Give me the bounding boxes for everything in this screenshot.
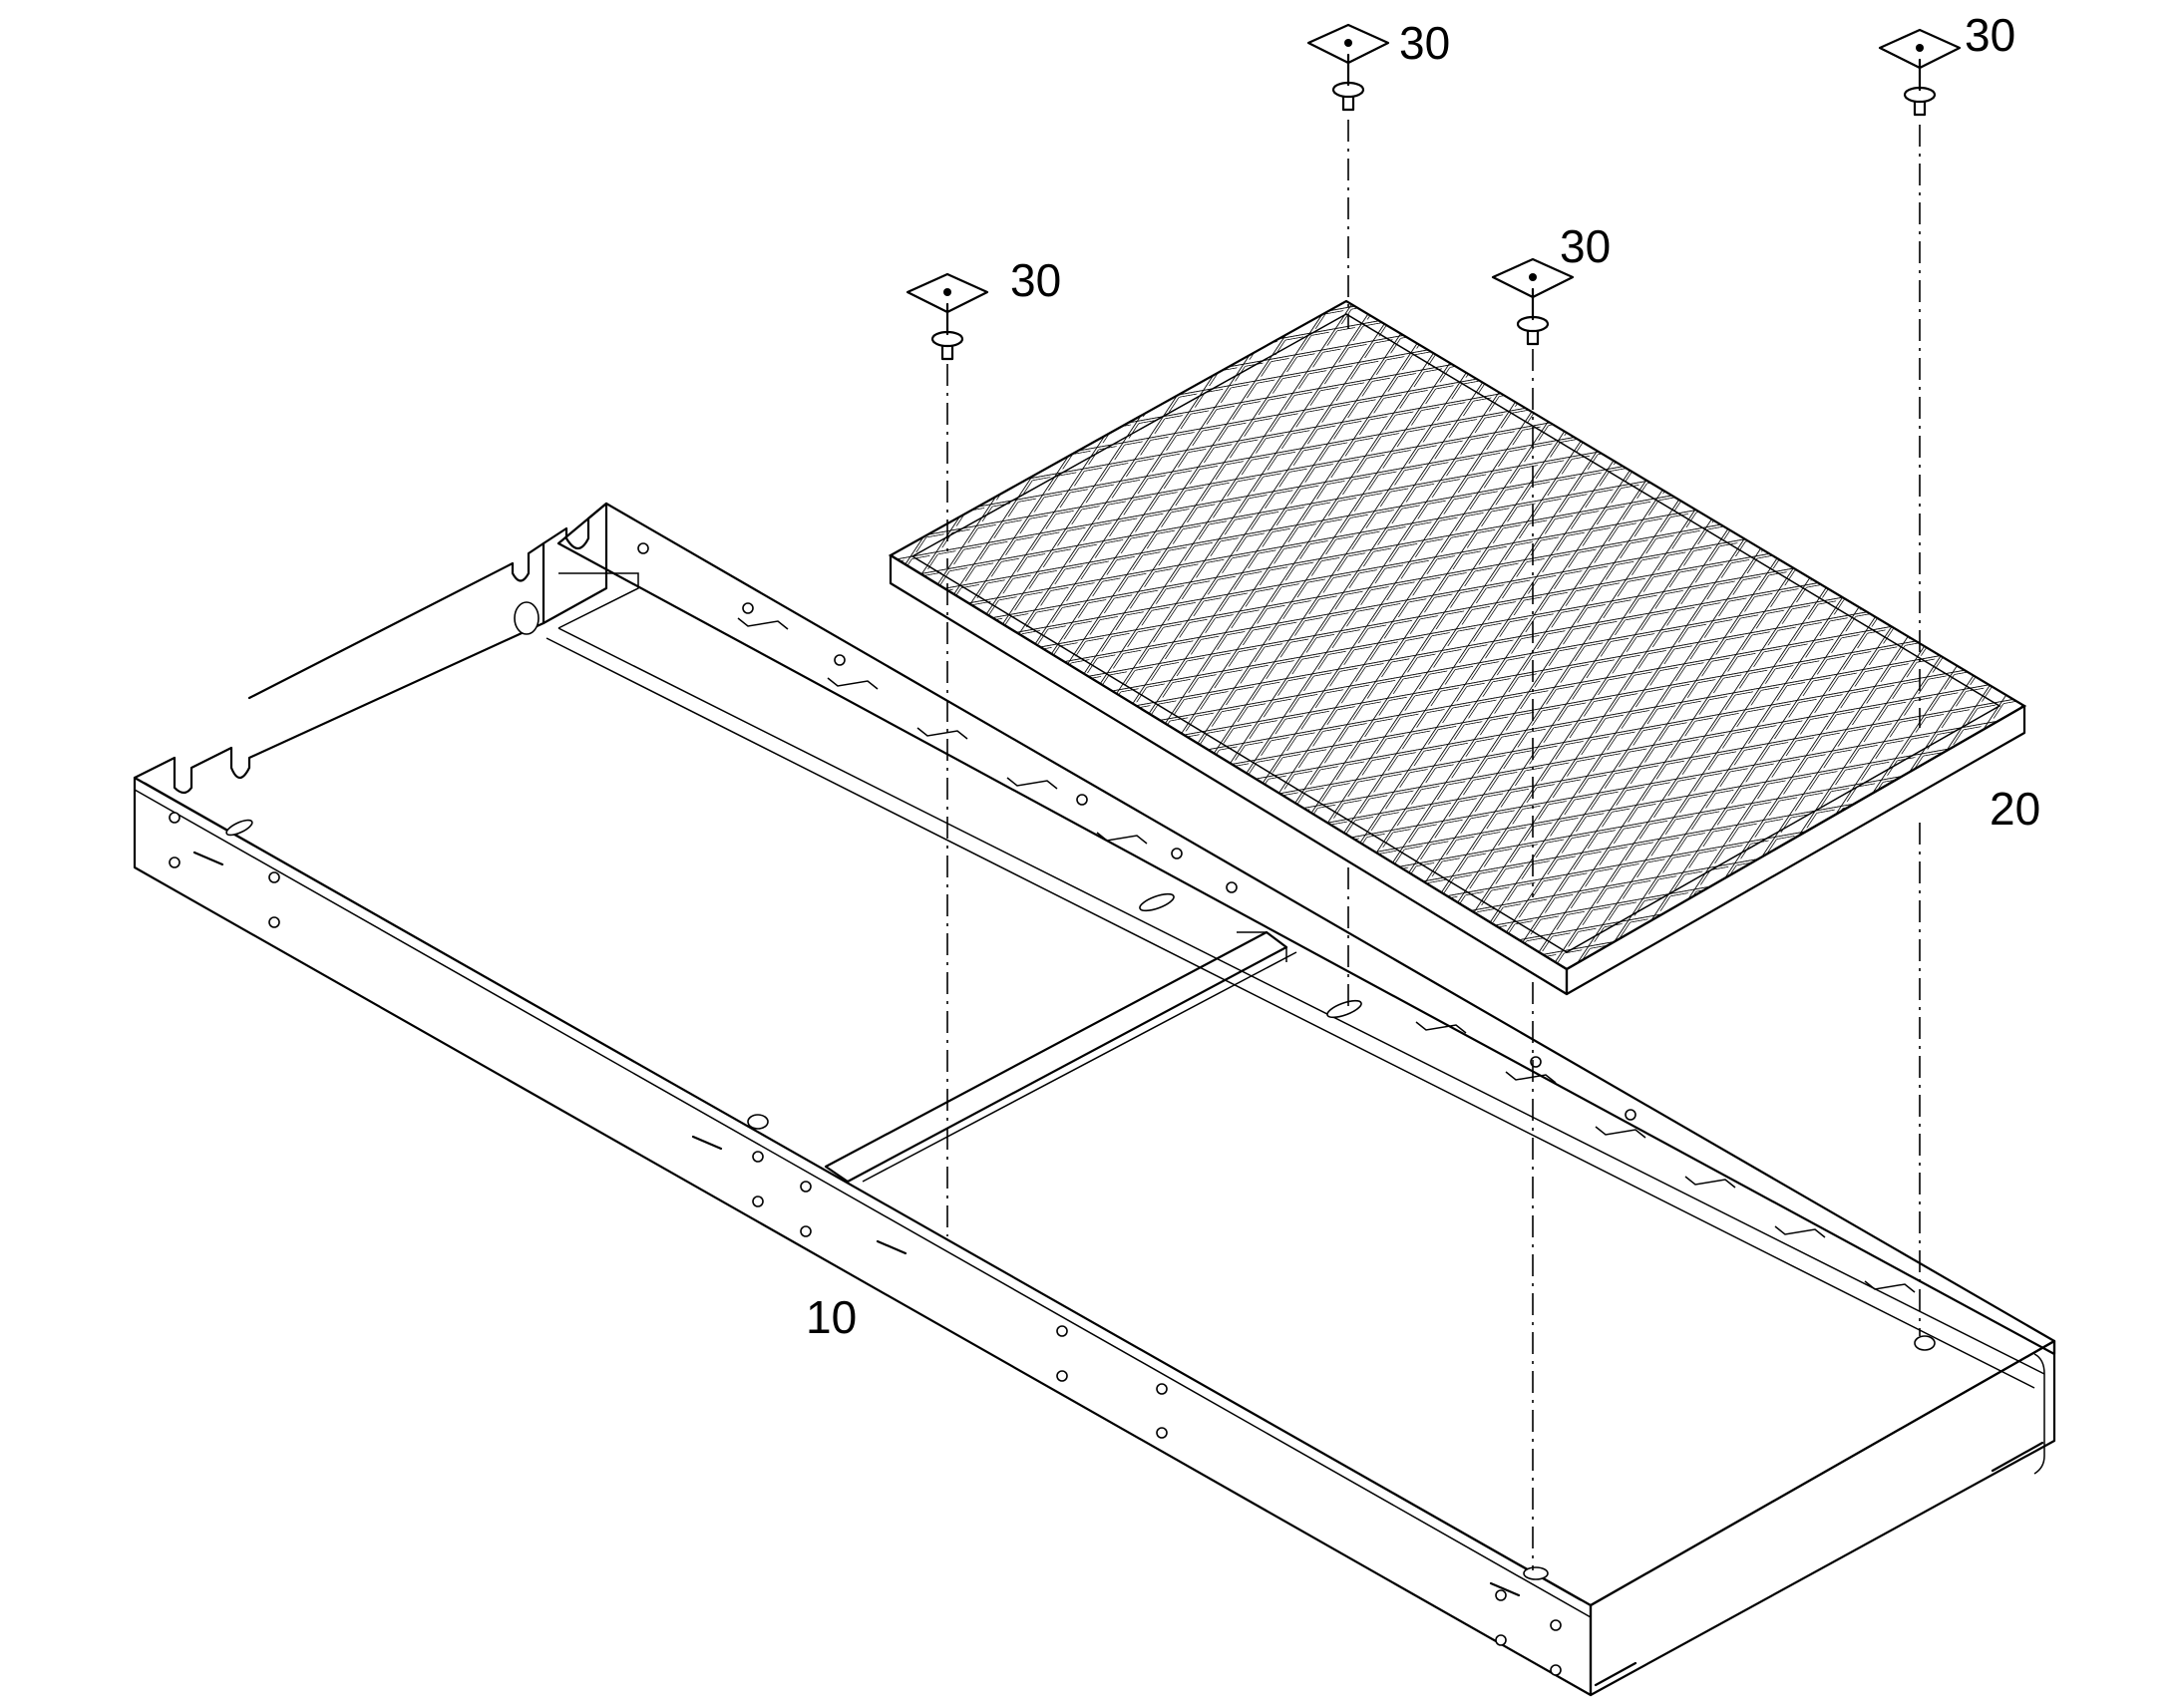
frame bbox=[133, 502, 2056, 1697]
fastener bbox=[1491, 257, 1575, 346]
fastener bbox=[1878, 28, 1962, 117]
ref-label-fastener-4: 30 bbox=[1965, 9, 2016, 61]
ref-label-fastener-3: 30 bbox=[1560, 220, 1612, 272]
ref-label-grating: 20 bbox=[1990, 783, 2041, 835]
ref-label-fastener-1: 30 bbox=[1010, 254, 1062, 306]
fastener bbox=[1306, 23, 1390, 112]
ref-label-frame: 10 bbox=[806, 1291, 858, 1343]
fastener bbox=[906, 272, 989, 361]
grating bbox=[888, 299, 2027, 996]
assembly-axes bbox=[946, 120, 1921, 1570]
ref-label-fastener-2: 30 bbox=[1399, 17, 1451, 69]
